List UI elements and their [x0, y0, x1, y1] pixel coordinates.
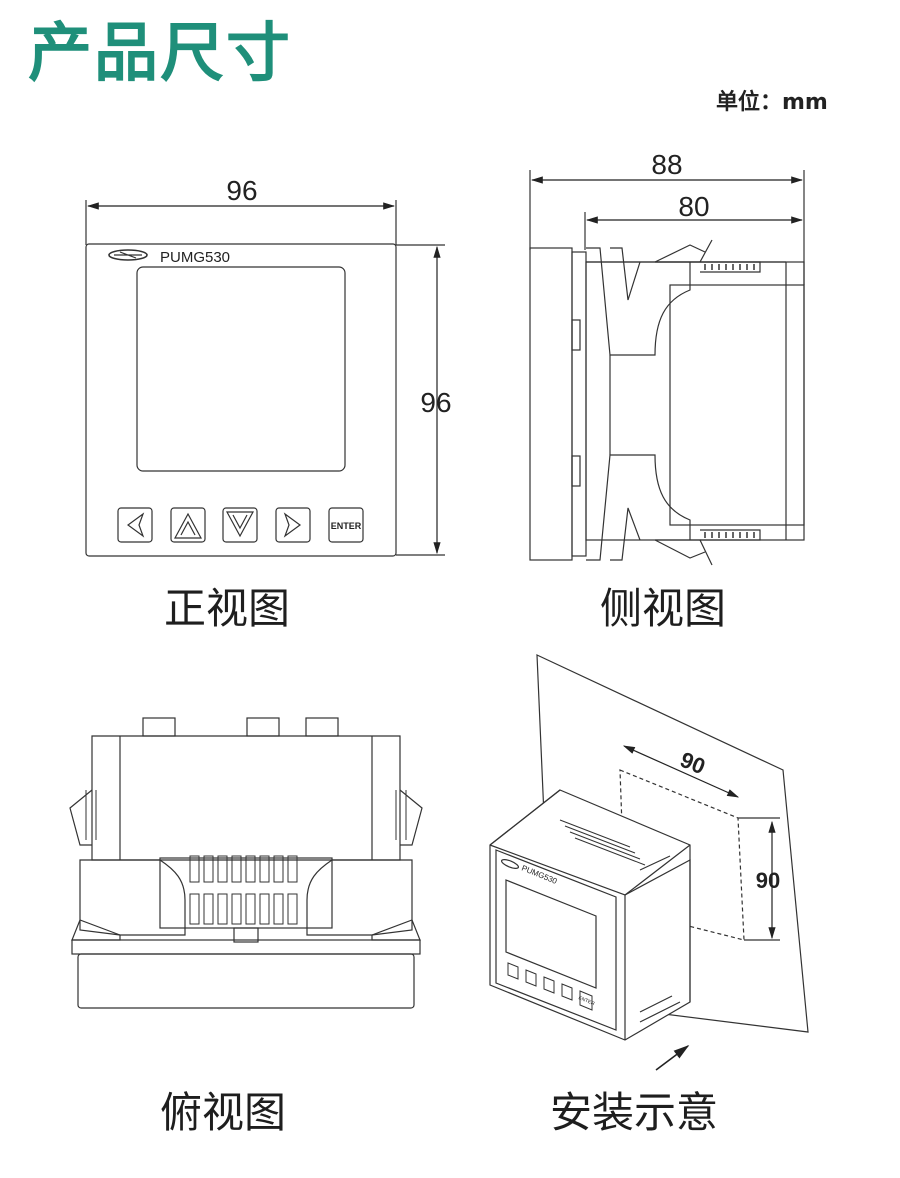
front-screen [136, 266, 346, 472]
side-total-depth-dim: 88 [651, 149, 682, 180]
cutout-height-dim: 90 [756, 868, 780, 893]
cutout-width-dim: 90 [677, 747, 709, 779]
brand-logo-icon [108, 249, 148, 261]
side-view-caption: 侧视图 [600, 584, 727, 633]
button-enter [328, 507, 364, 543]
side-body-depth-dim: 80 [678, 191, 709, 222]
top-view-caption: 俯视图 [160, 1088, 287, 1137]
front-width-dim: 96 [226, 175, 257, 206]
page-title: 产品尺寸 [28, 17, 292, 91]
install-view [489, 654, 809, 1071]
front-height-dim: 96 [420, 387, 451, 418]
side-view [529, 170, 805, 566]
front-view-caption: 正视图 [164, 584, 291, 633]
front-view [85, 200, 445, 557]
cutout-width-dim-line [622, 745, 740, 798]
button-left-arrow [117, 507, 153, 543]
button-right-arrow [275, 507, 311, 543]
insert-arrow-icon [655, 1045, 690, 1071]
front-bezel [85, 243, 397, 557]
enter-button-label: ENTER [331, 521, 362, 531]
top-view [69, 717, 423, 1009]
button-down-arrow [222, 507, 258, 543]
button-up-arrow [170, 507, 206, 543]
unit-label: 单位：mm [716, 90, 828, 115]
install-view-caption: 安装示意 [550, 1088, 719, 1137]
front-model-label: PUMG530 [160, 249, 230, 266]
